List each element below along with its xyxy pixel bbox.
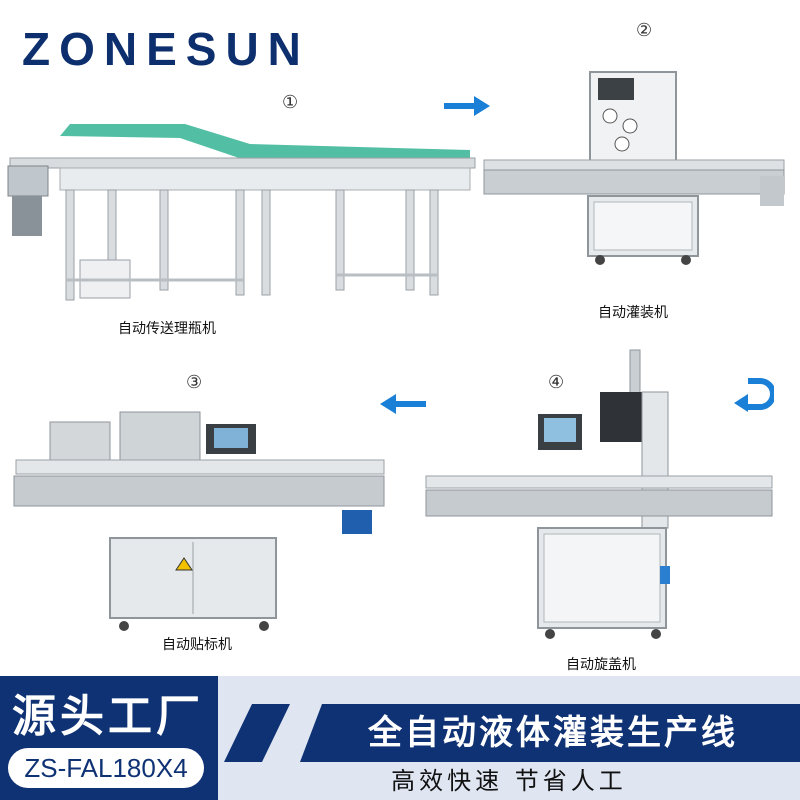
- title-bar: [300, 704, 800, 762]
- arrow-right-icon: [444, 96, 490, 116]
- capping-machine-image: [425, 349, 773, 639]
- return-arrow-icon: [734, 378, 774, 412]
- step-number-2: ②: [636, 20, 653, 41]
- caption-step-1: 自动传送理瓶机: [118, 321, 216, 337]
- production-line-title: 全自动液体灌装生产线: [368, 713, 738, 753]
- step-number-3: ③: [186, 372, 203, 393]
- step-number-4: ④: [548, 372, 565, 393]
- caption-step-3: 自动贴标机: [162, 637, 232, 653]
- factory-label: 源头工厂: [12, 691, 204, 742]
- caption-step-4: 自动旋盖机: [566, 657, 636, 673]
- labeling-machine-image: [13, 411, 385, 631]
- slogan-text: 高效快速 节省人工: [391, 767, 627, 795]
- model-number: ZS-FAL180X4: [24, 753, 188, 783]
- filling-machine-image: [483, 71, 785, 265]
- step-number-1: ①: [282, 92, 299, 113]
- model-pill: [8, 748, 204, 788]
- bottle-conveyor-machine-image: [7, 124, 476, 301]
- caption-step-2: 自动灌装机: [598, 305, 668, 321]
- brand-logo-text: ZONESUN: [22, 23, 310, 75]
- arrow-left-icon: [380, 394, 426, 414]
